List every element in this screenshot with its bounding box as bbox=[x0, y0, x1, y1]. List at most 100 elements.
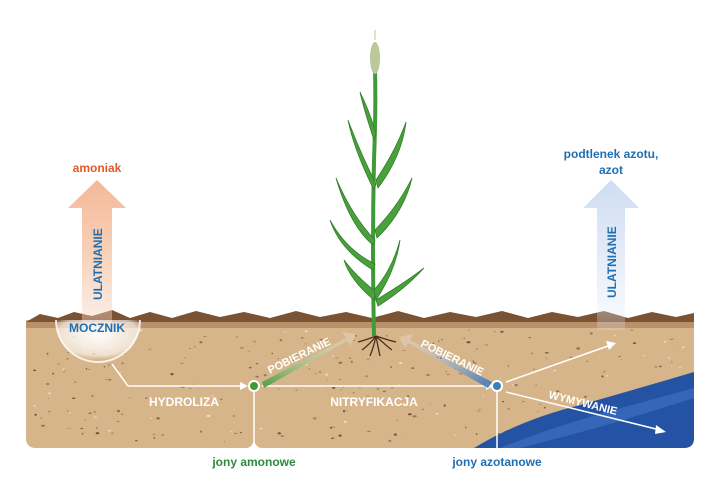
soil-speck bbox=[388, 439, 392, 442]
soil-speck bbox=[211, 394, 214, 397]
soil-speck bbox=[95, 427, 98, 429]
soil-speck bbox=[507, 365, 509, 367]
soil-speck bbox=[326, 378, 329, 380]
soil-speck bbox=[464, 426, 467, 429]
soil-speck bbox=[91, 395, 94, 397]
soil-speck bbox=[156, 417, 160, 420]
soil-speck bbox=[280, 435, 284, 437]
soil-speck bbox=[502, 400, 505, 403]
soil-speck bbox=[584, 395, 587, 398]
soil-speck bbox=[62, 370, 66, 373]
soil-speck bbox=[339, 389, 343, 391]
soil-speck bbox=[107, 363, 111, 366]
groundwater bbox=[474, 372, 694, 448]
soil-speck bbox=[667, 357, 671, 359]
soil-speck bbox=[606, 374, 608, 377]
soil-speck bbox=[259, 428, 263, 430]
soil-speck bbox=[435, 412, 439, 415]
soil-speck bbox=[440, 339, 443, 341]
soil-speck bbox=[239, 346, 244, 349]
soil-speck bbox=[364, 375, 369, 378]
soil-speck bbox=[248, 366, 252, 369]
soil-speck bbox=[528, 336, 531, 339]
soil-speck bbox=[398, 362, 403, 365]
soil-speck bbox=[88, 412, 92, 414]
soil-speck bbox=[590, 332, 592, 335]
soil-speck bbox=[121, 362, 124, 365]
soil-speck bbox=[46, 383, 50, 385]
soil-speck bbox=[366, 395, 370, 397]
soil-speck bbox=[326, 339, 328, 341]
soil-speck bbox=[521, 401, 525, 403]
soil-speck bbox=[494, 330, 496, 333]
soil-speck bbox=[543, 406, 546, 409]
soil-speck bbox=[342, 386, 345, 388]
soil-speck bbox=[338, 434, 342, 437]
soil-speck bbox=[671, 366, 673, 368]
soil-speck bbox=[180, 386, 185, 388]
soil-speck bbox=[466, 341, 471, 344]
soil-speck bbox=[81, 432, 84, 435]
soil-speck bbox=[291, 359, 295, 361]
soil-speck bbox=[283, 331, 288, 333]
soil-speck bbox=[533, 368, 535, 370]
soil-speck bbox=[343, 410, 345, 413]
soil-speck bbox=[671, 361, 673, 363]
soil-speck bbox=[203, 335, 207, 338]
soil-speck bbox=[199, 430, 203, 433]
nitrate-ions-label: jony azotanowe bbox=[451, 455, 542, 469]
volatilization-label-right: ULATNIANIE bbox=[605, 226, 619, 298]
soil-speck bbox=[331, 387, 336, 389]
soil-speck bbox=[376, 388, 380, 390]
soil-speck bbox=[445, 370, 448, 373]
soil-speck bbox=[445, 355, 450, 357]
soil-speck bbox=[161, 434, 165, 436]
soil-speck bbox=[544, 351, 549, 354]
soil-speck bbox=[438, 340, 440, 342]
soil-speck bbox=[105, 378, 108, 380]
soil-speck bbox=[426, 374, 430, 376]
soil-speck bbox=[500, 330, 504, 333]
soil-speck bbox=[530, 352, 533, 355]
soil-speck bbox=[613, 334, 617, 336]
soil-speck bbox=[34, 413, 37, 416]
soil-speck bbox=[189, 348, 191, 350]
soil-speck bbox=[255, 375, 260, 378]
soil-speck bbox=[47, 392, 52, 395]
soil-speck bbox=[277, 358, 280, 360]
plant-roots bbox=[357, 335, 397, 357]
soil-speck bbox=[170, 373, 174, 376]
soil-speck bbox=[304, 330, 308, 333]
soil-speck bbox=[429, 403, 432, 405]
soil-speck bbox=[84, 419, 87, 421]
soil-speck bbox=[329, 426, 333, 429]
soil-speck bbox=[193, 345, 197, 348]
soil-speck bbox=[537, 411, 539, 412]
soil-speck bbox=[67, 352, 69, 353]
urea-pocket: MOCZNIK bbox=[55, 319, 141, 363]
soil-speck bbox=[412, 415, 417, 418]
soil-speck bbox=[314, 372, 317, 375]
soil-speck bbox=[305, 364, 309, 366]
ammonia-label: amoniak bbox=[73, 161, 122, 175]
soil-speck bbox=[472, 360, 475, 363]
soil-speck bbox=[497, 433, 501, 435]
soil-speck bbox=[295, 389, 298, 392]
soil-speck bbox=[41, 424, 45, 427]
soil-speck bbox=[152, 433, 156, 436]
soil-speck bbox=[148, 348, 152, 350]
urea-label: MOCZNIK bbox=[69, 321, 125, 335]
soil-speck bbox=[405, 431, 407, 433]
soil-speck bbox=[672, 349, 675, 351]
soil-speck bbox=[620, 359, 623, 361]
soil-speck bbox=[103, 366, 106, 368]
soil-speck bbox=[402, 349, 406, 352]
soil-speck bbox=[277, 388, 281, 390]
soil-speck bbox=[499, 378, 502, 380]
nitrate-node bbox=[491, 380, 503, 452]
soil-speck bbox=[390, 387, 394, 389]
soil-speck bbox=[296, 354, 299, 356]
soil-speck bbox=[223, 441, 225, 443]
soil-speck bbox=[304, 343, 307, 345]
soil-speck bbox=[233, 432, 238, 434]
